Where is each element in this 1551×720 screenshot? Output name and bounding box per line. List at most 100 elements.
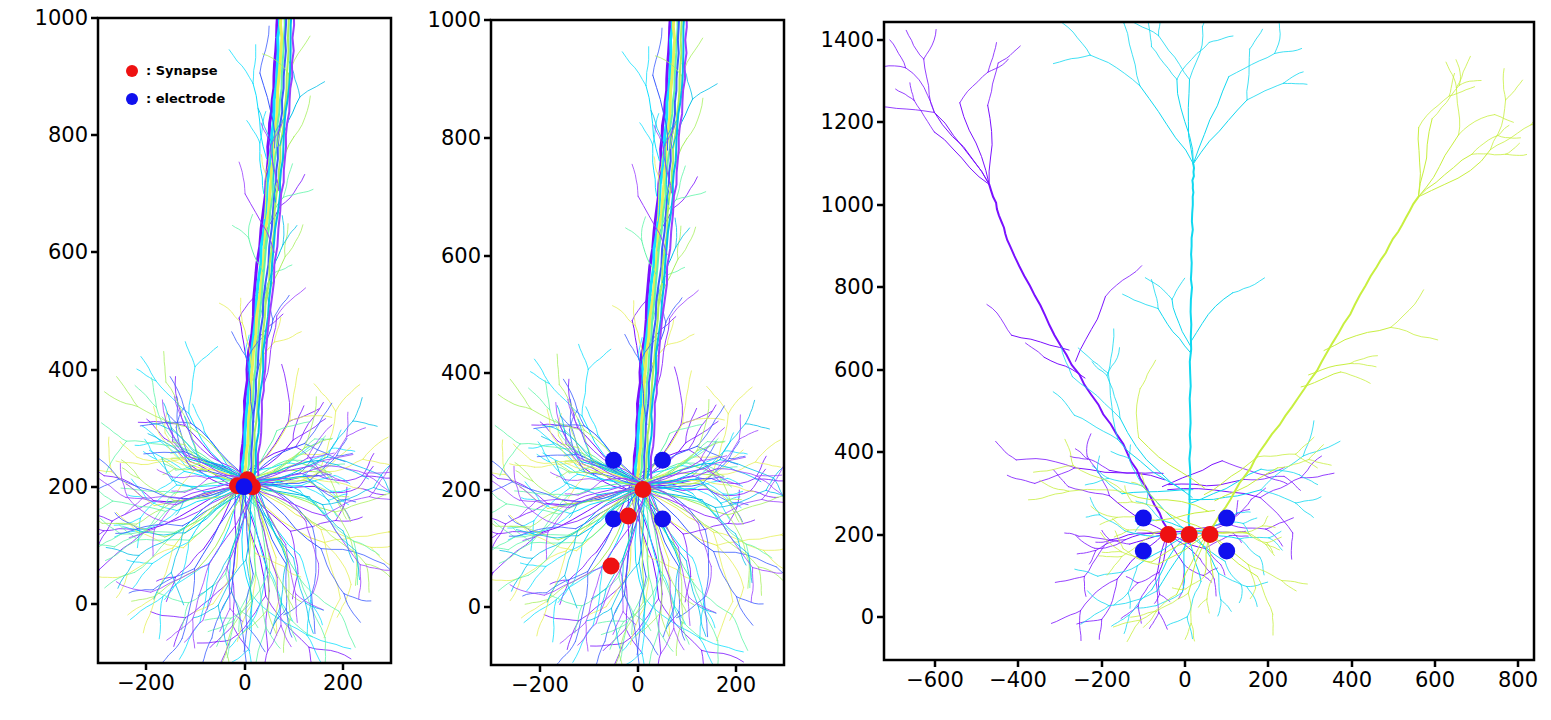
dendrite: [353, 421, 377, 426]
dendrite: [1243, 518, 1257, 524]
dendrite: [258, 650, 268, 663]
dendrite: [655, 56, 681, 76]
dendrite: [755, 462, 781, 467]
tick-label: 600: [441, 246, 481, 267]
dendrite: [243, 609, 268, 633]
dendrite: [1124, 492, 1208, 511]
dendrite: [1199, 599, 1207, 607]
tick-label: 1000: [428, 10, 481, 31]
legend-swatch: [126, 65, 138, 77]
dendrite: [640, 630, 658, 655]
morphology: [98, 18, 391, 663]
dendrite: [1260, 498, 1293, 533]
dendrite: [675, 367, 683, 425]
dendrite: [1145, 488, 1162, 508]
marker-dot: [634, 481, 651, 498]
dendrite: [737, 597, 764, 604]
dendrite: [698, 606, 706, 637]
dendrite: [366, 564, 369, 592]
tick-mark: [877, 121, 884, 124]
dendrite: [302, 486, 329, 501]
tick-mark: [877, 451, 884, 454]
dendrite: [988, 43, 997, 73]
dendrite: [1087, 434, 1091, 456]
dendrite: [632, 164, 638, 196]
dendrite: [704, 530, 708, 598]
dendrite: [148, 434, 188, 459]
dendrite: [1156, 511, 1214, 521]
dendrite: [1098, 472, 1122, 493]
dendrite: [1096, 540, 1126, 551]
dendrite: [679, 547, 689, 597]
dendrite: [509, 516, 532, 532]
dendrite: [1296, 437, 1315, 454]
dendrite: [596, 570, 620, 624]
dendrite: [499, 543, 531, 564]
dendrite: [1418, 150, 1490, 197]
dendrite: [1506, 143, 1520, 154]
dendrite: [646, 469, 704, 484]
dendrite: [1086, 515, 1100, 517]
dendrite: [334, 496, 349, 498]
dendrite: [344, 594, 360, 623]
dendrite: [130, 597, 163, 620]
dendrite: [172, 491, 185, 492]
dendrite: [137, 369, 156, 381]
dendrite: [1190, 27, 1203, 80]
dendrite: [294, 96, 310, 136]
dendrite: [252, 488, 325, 516]
dendrite: [1247, 582, 1268, 586]
dendrite: [1062, 23, 1090, 55]
dendrite: [1126, 22, 1159, 36]
dendrite: [709, 506, 746, 544]
dendrite: [884, 66, 906, 70]
dendrite: [1065, 439, 1073, 465]
dendrite: [1248, 564, 1282, 580]
dendrite: [277, 578, 281, 626]
dendrite: [1155, 594, 1160, 603]
dendrite: [640, 20, 680, 478]
dendrite: [531, 527, 576, 532]
dendrite: [654, 125, 663, 148]
dendrite: [627, 576, 649, 624]
tick-mark: [484, 19, 491, 22]
dendrite: [644, 486, 728, 515]
dendrite: [106, 548, 139, 556]
dendrite: [675, 218, 677, 247]
marker-dot: [620, 508, 637, 525]
dendrite: [1191, 623, 1194, 641]
dendrite: [528, 535, 568, 575]
dendrite: [1490, 100, 1505, 150]
dendrite: [737, 597, 753, 626]
dendrite: [634, 301, 636, 326]
tick-mark: [877, 369, 884, 372]
dendrite: [271, 122, 283, 146]
dendrite: [365, 472, 390, 473]
tick-mark: [484, 489, 491, 492]
tick-mark: [484, 606, 491, 609]
dendrite: [1159, 613, 1168, 630]
dendrite: [639, 487, 646, 563]
dendrite: [1296, 454, 1318, 468]
dendrite: [98, 451, 119, 479]
dendrite: [230, 609, 243, 622]
dendrite: [1247, 49, 1250, 100]
dendrite: [335, 495, 385, 513]
dendrite: [510, 577, 521, 601]
dendrite: [762, 499, 784, 507]
dendrite: [693, 494, 718, 518]
dendrite: [1221, 600, 1232, 612]
dendrite: [264, 316, 277, 383]
dendrite: [296, 594, 324, 610]
dendrite: [353, 398, 362, 422]
dendrite: [1301, 372, 1341, 387]
dendrite: [1118, 440, 1192, 498]
dendrite: [245, 194, 274, 252]
dendrite: [105, 392, 138, 407]
dendrite: [1108, 329, 1114, 373]
dendrite: [647, 461, 700, 484]
tick-mark: [1017, 660, 1020, 667]
dendrite: [588, 349, 611, 369]
dendrite: [1137, 606, 1156, 608]
dendrite: [312, 466, 348, 483]
